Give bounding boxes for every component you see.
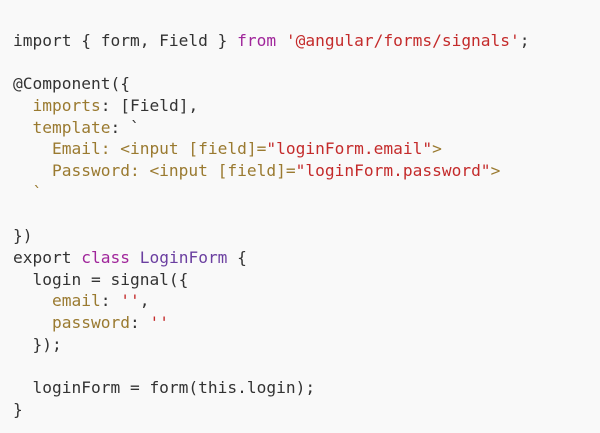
code-token — [13, 118, 33, 137]
code-line: loginForm = form(this.login); — [13, 377, 530, 399]
code-token: ; — [519, 31, 530, 50]
code-line: }); — [13, 334, 530, 356]
code-token: export — [13, 247, 82, 267]
code-token — [130, 248, 140, 267]
code-line: email: '', — [13, 290, 530, 312]
code-token: class — [81, 247, 130, 267]
code-line: Password: <input [field]="loginForm.pass… — [13, 160, 530, 182]
code-line: }) — [13, 225, 530, 247]
code-token: loginForm = form(this.login); — [13, 378, 316, 397]
code-token: }) — [13, 226, 33, 246]
code-token: login = signal({ — [13, 269, 189, 289]
code-block: import { form, Field } from '@angular/fo… — [13, 30, 530, 420]
code-token — [13, 96, 33, 115]
code-token: > — [490, 161, 501, 181]
code-token: "loginForm.email" — [266, 139, 433, 159]
code-line: template: ` — [13, 117, 530, 139]
code-token: @Component({ — [13, 74, 130, 94]
code-token: Password: <input [field]= — [13, 161, 296, 181]
code-token: '' — [149, 312, 169, 332]
code-line — [13, 355, 530, 377]
code-token: password — [51, 312, 130, 332]
code-token: : — [129, 312, 150, 332]
code-token: : ` — [110, 117, 140, 137]
code-line: imports: [Field], — [13, 95, 530, 117]
code-line: @Component({ — [13, 73, 530, 95]
code-token: Email: <input [field]= — [13, 139, 267, 159]
code-token: ` — [13, 182, 43, 202]
code-line: import { form, Field } from '@angular/fo… — [13, 30, 530, 52]
code-token: > — [432, 139, 442, 159]
code-token: : — [100, 291, 121, 311]
code-token: from — [237, 31, 277, 50]
code-token: '@angular/forms/signals' — [285, 31, 520, 50]
code-token: : [Field], — [100, 96, 199, 116]
code-token — [276, 31, 286, 50]
code-line: ` — [13, 182, 530, 204]
code-token: template — [32, 117, 111, 137]
code-line — [13, 204, 530, 226]
code-token: "loginForm.password" — [295, 161, 491, 181]
code-token — [13, 291, 52, 310]
code-line: Email: <input [field]="loginForm.email"> — [13, 138, 530, 160]
code-line: } — [13, 399, 530, 421]
code-token: LoginForm — [139, 247, 228, 267]
code-token — [13, 313, 52, 332]
code-token: , — [139, 291, 150, 311]
code-token: imports — [32, 96, 101, 116]
code-token: } — [13, 399, 23, 419]
code-token: '' — [120, 291, 140, 311]
code-line: login = signal({ — [13, 269, 530, 291]
code-token: }); — [13, 334, 62, 354]
code-token: { — [227, 247, 247, 267]
code-token: email — [51, 291, 101, 311]
code-line: password: '' — [13, 312, 530, 334]
code-token: import { form, Field } — [13, 31, 238, 50]
code-line — [13, 52, 530, 74]
code-line: export class LoginForm { — [13, 247, 530, 269]
